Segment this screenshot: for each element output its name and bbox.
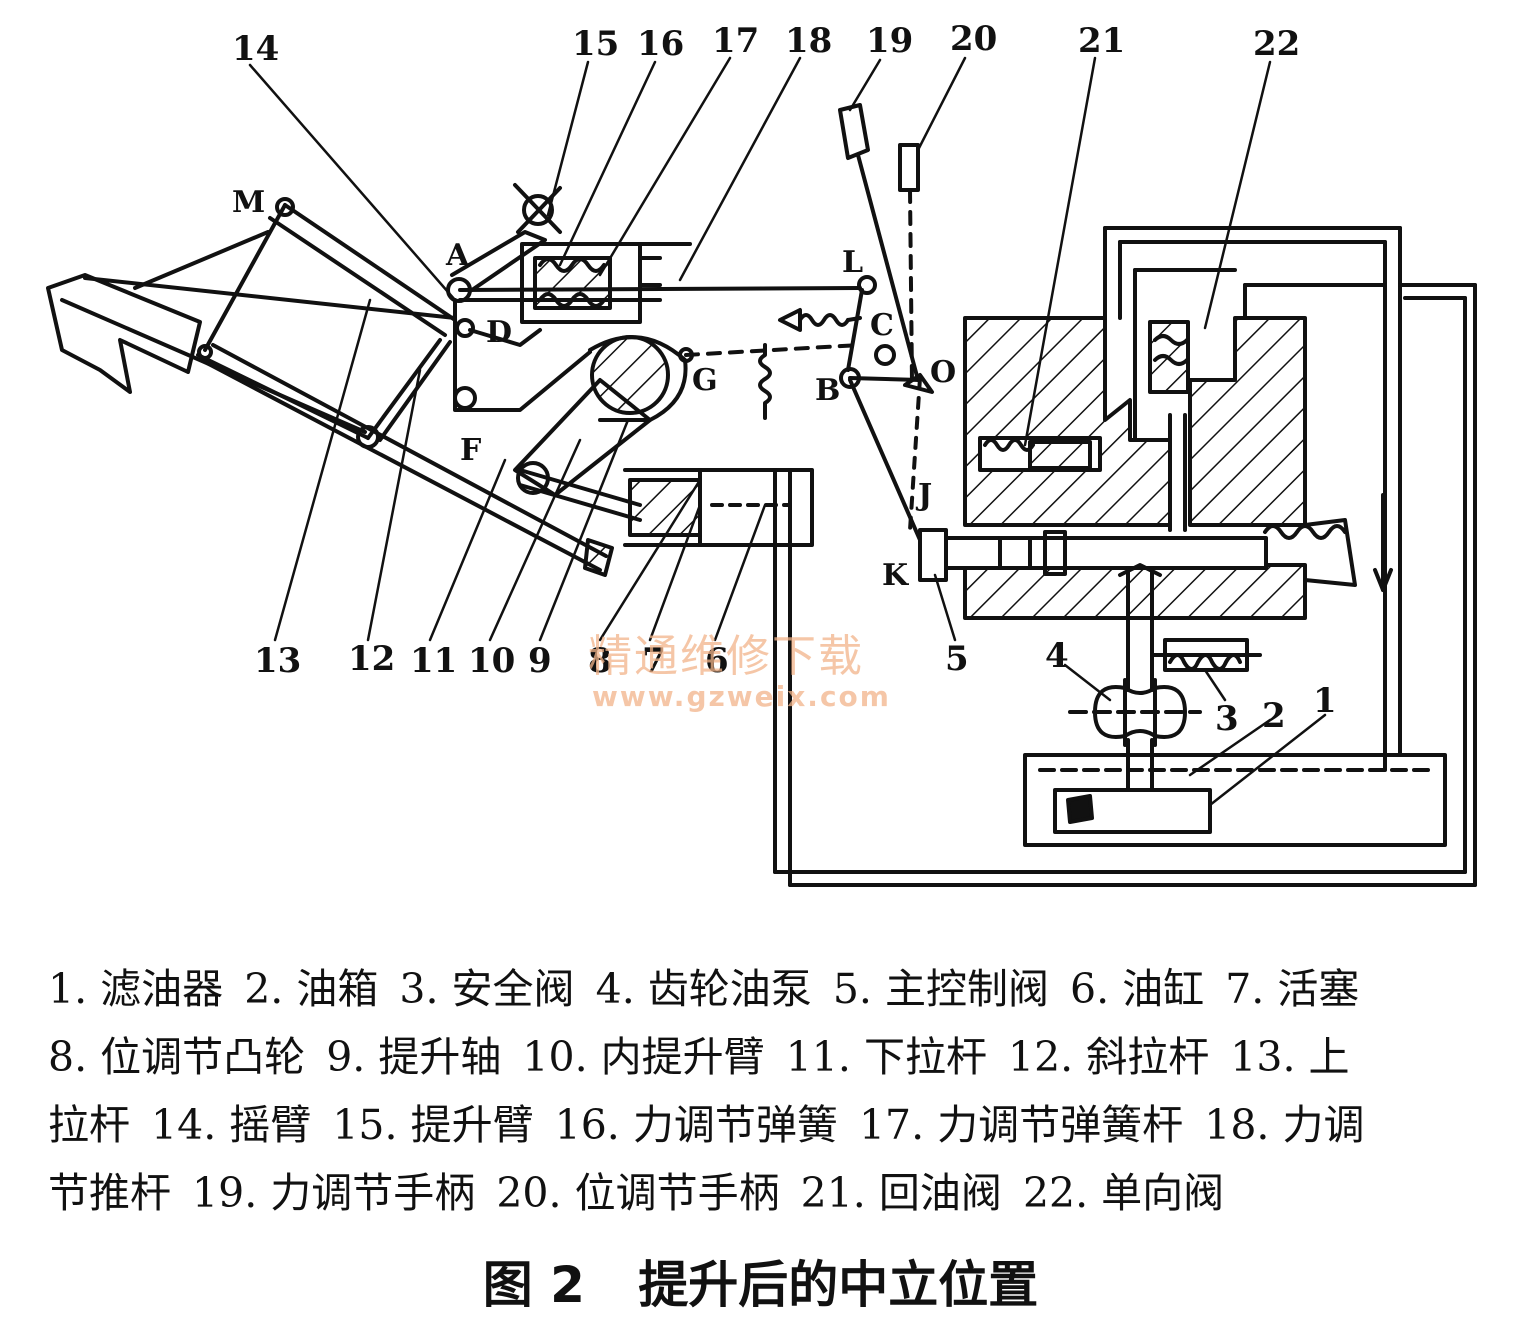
point-label-o: O bbox=[930, 355, 956, 390]
part-number-label: 20 bbox=[950, 19, 997, 59]
caption-line-2: 8. 位调节凸轮 9. 提升轴 10. 内提升臂 11. 下拉杆 12. 斜拉杆… bbox=[48, 1026, 1488, 1088]
part-number-label: 14 bbox=[232, 29, 279, 69]
part-number-label: 22 bbox=[1253, 24, 1300, 64]
oil-passages bbox=[1103, 226, 1477, 887]
point-label-g: G bbox=[692, 363, 718, 398]
legend-item: 节推杆 bbox=[48, 1169, 171, 1217]
legend-item: 22. 单向阀 bbox=[1022, 1169, 1225, 1217]
legend-item: 5. 主控制阀 bbox=[832, 965, 1049, 1013]
legend-item: 3. 安全阀 bbox=[399, 965, 575, 1013]
point-label-j: J bbox=[915, 478, 932, 513]
rocker-arm-assembly bbox=[446, 183, 862, 412]
part-number-label: 6 bbox=[705, 641, 729, 681]
legend-item: 7. 活塞 bbox=[1225, 965, 1360, 1013]
oil-cylinder bbox=[623, 468, 1477, 887]
legend-item: 4. 齿轮油泵 bbox=[595, 965, 812, 1013]
caption-line-1: 1. 滤油器 2. 油箱 3. 安全阀 4. 齿轮油泵 5. 主控制阀 6. 油… bbox=[48, 958, 1488, 1020]
part-number-label: 2 bbox=[1262, 696, 1286, 736]
legend-item: 2. 油箱 bbox=[244, 965, 379, 1013]
control-linkage bbox=[684, 103, 934, 542]
part-number-label: 15 bbox=[572, 24, 619, 64]
part-number-label: 11 bbox=[410, 641, 457, 681]
legend-item: 20. 位调节手柄 bbox=[496, 1169, 780, 1217]
legend-item: 16. 力调节弹簧 bbox=[554, 1101, 838, 1149]
part-number-label: 12 bbox=[348, 639, 395, 679]
part-number-label: 13 bbox=[254, 641, 301, 681]
caption-line-3: 拉杆 14. 摇臂 15. 提升臂 16. 力调节弹簧 17. 力调节弹簧杆 1… bbox=[48, 1094, 1488, 1156]
point-label-f: F bbox=[460, 433, 481, 468]
lift-shaft-cam bbox=[513, 335, 694, 522]
three-point-linkage bbox=[133, 197, 614, 577]
part-number-label: 18 bbox=[785, 21, 832, 61]
part-number-label: 3 bbox=[1215, 699, 1239, 739]
part-number-label: 16 bbox=[637, 24, 684, 64]
point-label-k: K bbox=[882, 558, 909, 593]
watermark-url: www.gzweix.com bbox=[592, 680, 891, 713]
legend-item: 15. 提升臂 bbox=[332, 1101, 534, 1149]
point-label-c: C bbox=[870, 308, 894, 343]
point-label-m: M bbox=[232, 185, 265, 220]
legend-item: 6. 油缸 bbox=[1070, 965, 1205, 1013]
hydraulic-lift-diagram: 1 2 3 4 5 6 7 8 9 10 11 12 13 14 15 16 1… bbox=[46, 19, 1477, 887]
part-number-label: 4 bbox=[1045, 636, 1069, 676]
main-control-valve bbox=[918, 316, 1393, 620]
legend-item: 19. 力调节手柄 bbox=[192, 1169, 476, 1217]
point-label-b: B bbox=[815, 373, 840, 408]
legend-item: 1. 滤油器 bbox=[48, 965, 224, 1013]
caption-line-4: 节推杆 19. 力调节手柄 20. 位调节手柄 21. 回油阀 22. 单向阀 bbox=[48, 1162, 1488, 1224]
legend-item: 11. 下拉杆 bbox=[785, 1033, 987, 1081]
part-number-label: 9 bbox=[528, 641, 552, 681]
legend-item: 8. 位调节凸轮 bbox=[48, 1033, 306, 1081]
legend-item: 9. 提升轴 bbox=[326, 1033, 502, 1081]
part-number-label: 5 bbox=[945, 639, 969, 679]
legend-item: 拉杆 bbox=[48, 1101, 130, 1149]
legend-item: 18. 力调 bbox=[1204, 1101, 1365, 1149]
part-number-label: 17 bbox=[712, 21, 759, 61]
legend-item: 10. 内提升臂 bbox=[522, 1033, 765, 1081]
figure-number: 图 2 bbox=[482, 1256, 585, 1314]
point-label-d: D bbox=[486, 315, 512, 350]
legend-item: 21. 回油阀 bbox=[800, 1169, 1002, 1217]
part-number-label: 1 bbox=[1313, 681, 1337, 721]
legend-item: 13. 上 bbox=[1230, 1033, 1350, 1081]
part-number-label: 10 bbox=[468, 641, 515, 681]
legend-item: 14. 摇臂 bbox=[151, 1101, 312, 1149]
part-number-label: 8 bbox=[588, 641, 612, 681]
point-label-l: L bbox=[842, 245, 863, 280]
part-number-label: 21 bbox=[1078, 21, 1125, 61]
part-number-label: 7 bbox=[642, 641, 666, 681]
leader-lines bbox=[248, 56, 1327, 807]
figure-title: 图 2 提升后的中立位置 bbox=[0, 1245, 1521, 1317]
watermark-text: 精通维修下载 bbox=[588, 631, 864, 682]
figure-caption: 提升后的中立位置 bbox=[638, 1256, 1039, 1314]
legend-item: 17. 力调节弹簧杆 bbox=[858, 1101, 1184, 1149]
point-label-a: A bbox=[445, 238, 470, 273]
legend-item: 12. 斜拉杆 bbox=[1008, 1033, 1210, 1081]
part-number-label: 19 bbox=[866, 21, 913, 61]
